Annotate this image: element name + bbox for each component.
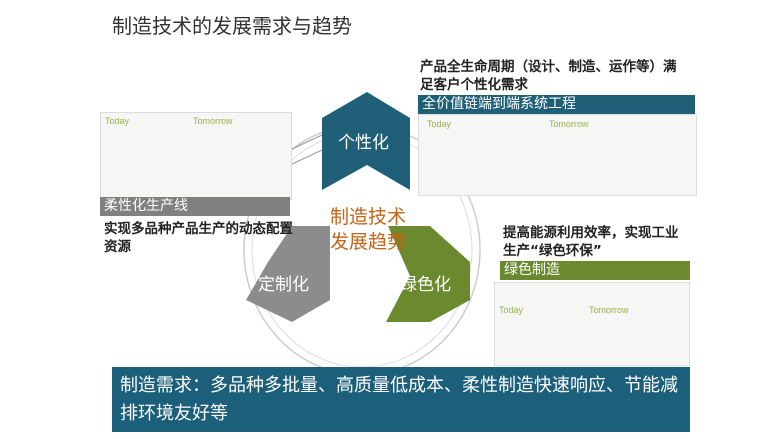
image-tomorrow-label: Tomorrow [193,116,233,126]
image-today-label: Today [105,116,130,126]
segment-label-green: 绿色化 [400,275,451,295]
requirements-box: 制造需求：多品种多批量、高质量低成本、柔性制造快速响应、节能减排环境友好等 [112,367,690,432]
image-today-label: Today [499,305,524,315]
center-line1: 制造技术 [329,206,406,228]
image-today-label: Today [427,119,452,129]
center-title: 制造技术 发展趋势 [318,205,418,255]
segment-custom [246,226,330,322]
personal-desc: 产品全生命周期（设计、制造、运作等）满足客户个性化需求 [420,59,677,93]
flexible-desc: 实现多品种产品生产的动态配置资源 [104,221,293,255]
image-tomorrow-label: Tomorrow [549,119,589,129]
segment-green [386,226,470,322]
center-line2: 发展趋势 [329,231,406,253]
personal-bar: 全价值链端到端系统工程 [418,95,695,114]
green-desc: 提高能源利用效率，实现工业生产“绿色环保” [503,225,679,259]
flexible-bar: 柔性化生产线 [100,197,290,216]
segment-label-personal: 个性化 [338,133,389,153]
segment-personal [322,92,410,190]
segment-label-custom: 定制化 [258,275,309,295]
connector [289,134,323,151]
green-manufacturing-image: Today Tomorrow [494,282,690,366]
green-bar: 绿色制造 [500,261,690,280]
flexible-line-image: Today Tomorrow [100,112,292,200]
slide-title: 制造技术的发展需求与趋势 [112,14,352,38]
connector [289,149,323,166]
image-tomorrow-label: Tomorrow [589,305,629,315]
value-chain-image: Today Tomorrow [418,114,697,196]
